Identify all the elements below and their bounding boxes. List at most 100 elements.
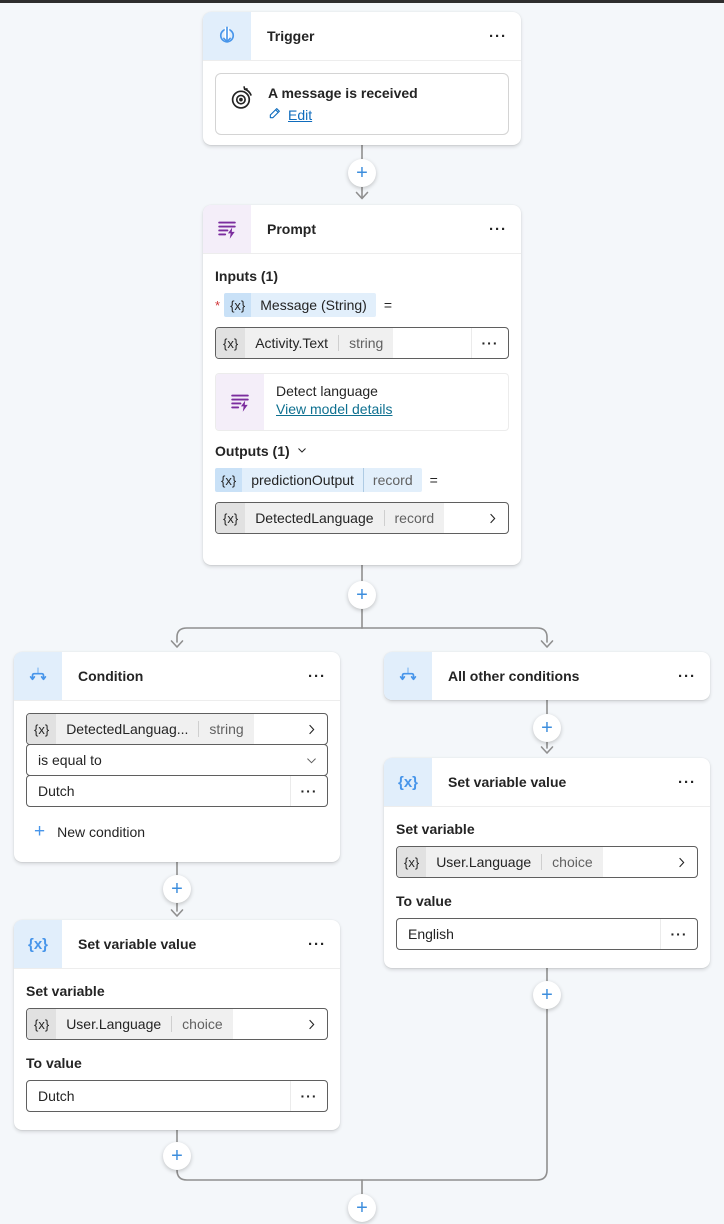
all-other-conditions-title: All other conditions <box>448 668 580 684</box>
plus-icon: + <box>356 162 368 184</box>
activity-text-field[interactable]: {x} Activity.Text string ··· <box>215 327 509 359</box>
plus-icon: + <box>34 821 46 842</box>
user-language-type: choice <box>171 1016 232 1032</box>
plus-icon: + <box>356 1197 368 1219</box>
chevron-right-icon[interactable] <box>665 856 697 869</box>
condition-header[interactable]: Condition ··· <box>14 652 340 700</box>
plus-icon: + <box>171 1145 183 1167</box>
add-node-button[interactable]: + <box>348 581 376 609</box>
user-language-name: User.Language <box>66 1016 162 1032</box>
chevron-right-icon[interactable] <box>295 1018 327 1031</box>
add-node-button[interactable]: + <box>533 981 561 1009</box>
user-language-token[interactable]: {x} User.Language choice <box>27 1009 233 1039</box>
condition-branch-icon <box>14 652 62 700</box>
plus-icon: + <box>541 717 553 739</box>
equals-sign: = <box>383 297 393 313</box>
all-other-conditions-header[interactable]: All other conditions ··· <box>384 652 710 700</box>
set-variable-right-header[interactable]: {x} Set variable value ··· <box>384 758 710 806</box>
activity-field-more-button[interactable]: ··· <box>471 328 508 358</box>
set-variable-right-value-field[interactable]: English ··· <box>396 918 698 950</box>
set-variable-left-header[interactable]: {x} Set variable value ··· <box>14 920 340 968</box>
activity-text-name: Activity.Text <box>255 335 329 351</box>
prediction-token[interactable]: {x} predictionOutput record <box>215 468 422 492</box>
set-variable-label: Set variable <box>26 983 105 999</box>
value-more-button[interactable]: ··· <box>290 1081 327 1111</box>
set-variable-left-more-button[interactable]: ··· <box>308 935 326 953</box>
condition-variable-token[interactable]: {x} DetectedLanguag... string <box>27 714 254 744</box>
prompt-header[interactable]: Prompt ··· <box>203 205 521 253</box>
set-variable-left-value-field[interactable]: Dutch ··· <box>26 1080 328 1112</box>
message-token[interactable]: {x} Message (String) <box>224 293 376 317</box>
chevron-right-icon[interactable] <box>295 723 327 736</box>
user-language-token[interactable]: {x} User.Language choice <box>397 847 603 877</box>
outputs-section-label: Outputs (1) <box>215 443 290 459</box>
trigger-icon <box>203 12 251 60</box>
detect-language-model-icon <box>216 374 264 430</box>
fx-chip-icon: {x} <box>27 714 57 744</box>
trigger-header[interactable]: Trigger ··· <box>203 12 521 60</box>
set-variable-left-variable-field[interactable]: {x} User.Language choice <box>26 1008 328 1040</box>
new-condition-label: New condition <box>57 823 146 840</box>
chevron-right-icon[interactable] <box>476 512 508 525</box>
set-variable-right-title: Set variable value <box>448 774 567 790</box>
detected-language-field[interactable]: {x} DetectedLanguage record <box>215 502 509 534</box>
chevron-down-icon[interactable] <box>295 754 327 767</box>
required-asterisk: * <box>215 297 221 313</box>
set-variable-node-right[interactable]: {x} Set variable value ··· Set variable … <box>384 758 710 968</box>
add-node-button[interactable]: + <box>163 1142 191 1170</box>
outputs-section-row[interactable]: Outputs (1) <box>215 443 509 459</box>
set-variable-left-title: Set variable value <box>78 936 197 952</box>
variable-fx-icon: {x} <box>14 920 62 968</box>
fx-chip-icon: {x} <box>397 847 427 877</box>
condition-variable-type: string <box>198 721 253 737</box>
edit-link[interactable]: Edit <box>288 106 313 123</box>
condition-operator-dropdown[interactable]: is equal to <box>26 744 328 776</box>
prompt-title: Prompt <box>267 221 316 237</box>
condition-title: Condition <box>78 668 144 684</box>
model-name: Detect language <box>276 383 378 399</box>
condition-node[interactable]: Condition ··· {x} DetectedLanguag... str… <box>14 652 340 862</box>
condition-more-button[interactable]: ··· <box>308 667 326 685</box>
to-value-label: To value <box>26 1055 82 1071</box>
trigger-node[interactable]: Trigger ··· A message is received <box>203 12 521 145</box>
add-node-button[interactable]: + <box>163 875 191 903</box>
plus-icon: + <box>356 584 368 606</box>
all-other-conditions-more-button[interactable]: ··· <box>678 667 696 685</box>
condition-variable-field[interactable]: {x} DetectedLanguag... string <box>26 713 328 745</box>
condition-value-more-button[interactable]: ··· <box>290 776 327 806</box>
detected-language-type: record <box>383 510 445 526</box>
message-received-icon <box>228 85 255 115</box>
add-node-button[interactable]: + <box>348 1194 376 1222</box>
activity-text-token[interactable]: {x} Activity.Text string <box>216 328 394 358</box>
plus-icon: + <box>171 878 183 900</box>
view-model-details-link[interactable]: View model details <box>276 401 393 417</box>
condition-value-field[interactable]: Dutch ··· <box>26 775 328 807</box>
add-node-button[interactable]: + <box>533 714 561 742</box>
condition-variable-name: DetectedLanguag... <box>66 721 189 737</box>
top-edge-bar <box>0 0 724 3</box>
prompt-more-button[interactable]: ··· <box>489 220 507 238</box>
set-variable-right-more-button[interactable]: ··· <box>678 773 696 791</box>
inputs-section-label: Inputs (1) <box>215 268 278 284</box>
chevron-down-icon[interactable] <box>296 443 308 459</box>
condition-branch-icon <box>384 652 432 700</box>
set-variable-right-variable-field[interactable]: {x} User.Language choice <box>396 846 698 878</box>
all-other-conditions-node[interactable]: All other conditions ··· <box>384 652 710 700</box>
detected-language-token[interactable]: {x} DetectedLanguage record <box>216 503 445 533</box>
model-card[interactable]: Detect language View model details <box>215 373 509 431</box>
new-condition-button[interactable]: + New condition <box>26 822 328 841</box>
prediction-output-row[interactable]: {x} predictionOutput record = <box>215 468 509 492</box>
activity-text-type: string <box>338 335 393 351</box>
prompt-node[interactable]: Prompt ··· Inputs (1) * {x} Message (Str… <box>203 205 521 565</box>
message-input-row[interactable]: * {x} Message (String) = <box>215 293 509 317</box>
equals-sign: = <box>429 472 438 488</box>
add-node-button[interactable]: + <box>348 159 376 187</box>
value-more-button[interactable]: ··· <box>660 919 697 949</box>
trigger-event-card[interactable]: A message is received Edit <box>215 73 509 135</box>
trigger-event-title: A message is received <box>268 85 418 101</box>
operator-value: is equal to <box>38 752 102 768</box>
set-variable-node-left[interactable]: {x} Set variable value ··· Set variable … <box>14 920 340 1130</box>
trigger-more-button[interactable]: ··· <box>489 27 507 45</box>
